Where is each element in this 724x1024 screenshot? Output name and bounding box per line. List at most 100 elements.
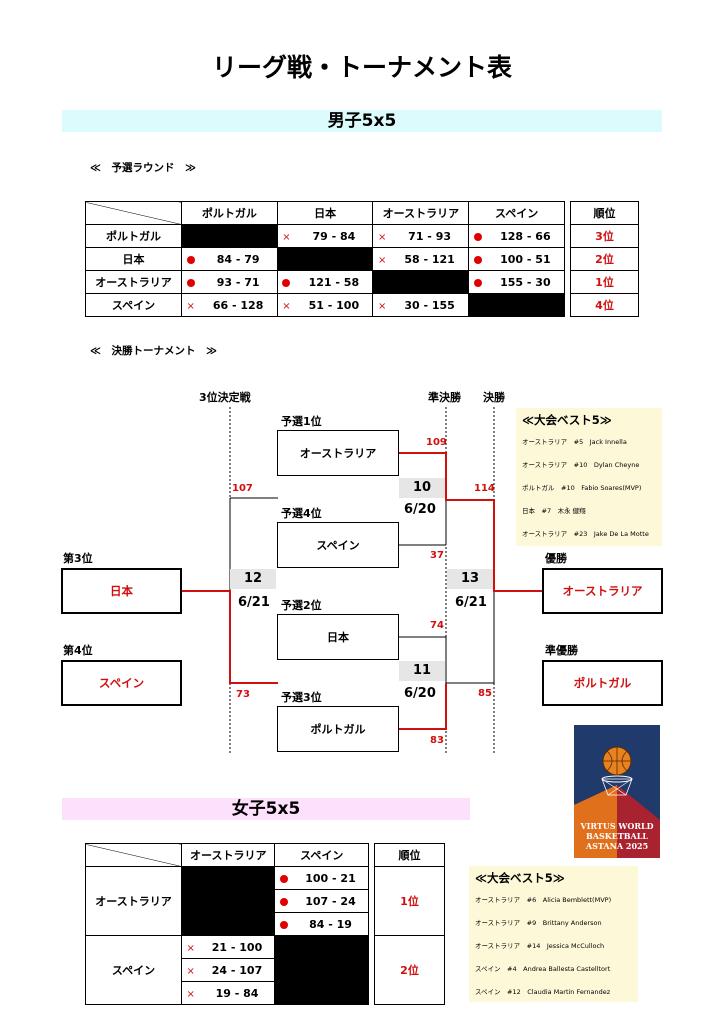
match-score: 58 - 121 — [390, 247, 470, 271]
seed-team-box: オーストラリア — [277, 430, 399, 476]
table-row: ×24 - 107 — [86, 958, 445, 982]
seed-label: 予選4位 — [281, 507, 322, 520]
self-match-cell — [274, 981, 369, 1005]
game-date: 6/20 — [404, 502, 436, 517]
best5-title: ≪大会ベスト5≫ — [522, 413, 612, 427]
row-team-name: スペイン — [85, 293, 182, 317]
col-header: オーストラリア — [372, 201, 470, 225]
loss-cross-icon: × — [282, 300, 291, 312]
loss-cross-icon: × — [186, 300, 195, 312]
rank-header: 順位 — [374, 843, 445, 867]
round-label-final: 決勝 — [483, 391, 505, 404]
score-seed3: 83 — [430, 735, 444, 746]
loss-mark: × — [181, 981, 200, 1005]
match-score: 51 - 100 — [295, 293, 374, 317]
best5-item: ポルトガル #10 Fabio Soares(MVP) — [522, 484, 642, 492]
men-league-table: ポルトガル 日本 オーストラリア スペイン 順位 ポルトガル×79 - 84×7… — [85, 201, 639, 317]
match-score: 100 - 21 — [292, 866, 369, 890]
score-seed2: 74 — [430, 620, 444, 631]
win-dot-icon — [186, 278, 195, 287]
table-header-row: オーストラリア スペイン 順位 — [85, 843, 445, 867]
best5-item: オーストラリア #5 Jack Innella — [522, 438, 627, 446]
fourth-place-label: 第4位 — [63, 644, 93, 657]
champion-team: オーストラリア — [542, 568, 663, 614]
win-dot-icon — [473, 278, 482, 287]
win-dot-icon — [282, 278, 291, 287]
loss-mark: × — [181, 935, 200, 959]
third-place-team: 日本 — [61, 568, 182, 614]
round-label-semi: 準決勝 — [428, 391, 461, 404]
champion-label: 優勝 — [545, 552, 567, 565]
row-team-name: オーストラリア — [85, 866, 182, 936]
match-score: 19 - 84 — [199, 981, 276, 1005]
best5-item: オーストラリア #9 Brittany Anderson — [475, 919, 602, 927]
loss-cross-icon: × — [378, 300, 387, 312]
fourth-place-team: スペイン — [61, 660, 182, 706]
table-header-row: ポルトガル 日本 オーストラリア スペイン 順位 — [85, 201, 639, 225]
best5-title: ≪大会ベスト5≫ — [475, 871, 565, 885]
match-score: 71 - 93 — [390, 224, 470, 248]
game-date: 6/21 — [238, 595, 270, 610]
seed-team-box: 日本 — [277, 614, 399, 660]
col-header: 日本 — [276, 201, 374, 225]
win-mark — [274, 866, 293, 890]
match-score: 128 - 66 — [486, 224, 565, 248]
game-number: 11 — [399, 661, 445, 681]
match-score: 121 - 58 — [295, 270, 374, 294]
score-final-top: 114 — [474, 483, 495, 494]
score-seed4: 37 — [430, 550, 444, 561]
self-match-cell — [180, 912, 276, 936]
rank-cell: 2位 — [374, 935, 445, 1005]
corner-cell — [85, 201, 182, 225]
seed-label: 予選2位 — [281, 599, 322, 612]
self-match-cell — [468, 293, 565, 317]
round-label-third: 3位決定戦 — [199, 391, 251, 404]
win-dot-icon — [280, 920, 289, 929]
game-number: 13 — [447, 569, 493, 589]
game-date: 6/21 — [455, 595, 487, 610]
col-header: スペイン — [274, 843, 369, 867]
table-row: 107 - 24 — [86, 889, 445, 913]
loss-cross-icon: × — [186, 965, 195, 977]
women-section-band: 女子5x5 — [62, 798, 470, 820]
rank-header: 順位 — [570, 201, 639, 225]
page-title: リーグ戦・トーナメント表 — [211, 53, 512, 82]
rank-cell: 3位 — [570, 224, 639, 248]
best5-item: スペイン #4 Andrea Ballesta Castelltort — [475, 965, 611, 973]
game-number: 12 — [230, 569, 276, 589]
match-score: 30 - 155 — [390, 293, 470, 317]
best5-item: オーストラリア #23 Jake De La Motte — [522, 530, 649, 538]
seed-team-box: スペイン — [277, 522, 399, 568]
men-best5-panel: ≪大会ベスト5≫ オーストラリア #5 Jack Innella オーストラリア… — [516, 408, 662, 546]
loss-mark: × — [372, 293, 391, 317]
women-best5-panel: ≪大会ベスト5≫ オーストラリア #6 Alicia Bemblett(MVP)… — [469, 866, 638, 1002]
loss-cross-icon: × — [186, 942, 195, 954]
loss-mark: × — [276, 293, 296, 317]
match-score: 84 - 79 — [199, 247, 278, 271]
match-score: 107 - 24 — [292, 889, 369, 913]
col-header: オーストラリア — [180, 843, 276, 867]
game-date: 6/20 — [404, 686, 436, 701]
win-mark — [274, 912, 293, 936]
best5-item: オーストラリア #10 Dylan Cheyne — [522, 461, 640, 469]
score-third-top: 107 — [232, 483, 253, 494]
loss-cross-icon: × — [282, 231, 291, 243]
self-match-cell — [181, 224, 278, 248]
table-row: ×19 - 84 — [86, 981, 445, 1005]
table-row: 84 - 19 — [86, 912, 445, 936]
match-score: 79 - 84 — [295, 224, 374, 248]
win-dot-icon — [473, 255, 482, 264]
third-place-label: 第3位 — [63, 552, 93, 565]
match-score: 21 - 100 — [199, 935, 276, 959]
loss-mark: × — [181, 293, 200, 317]
score-third-bottom: 73 — [236, 689, 250, 700]
rank-cell: 4位 — [570, 293, 639, 317]
score-seed1: 109 — [426, 437, 447, 448]
runner-up-team: ポルトガル — [542, 660, 663, 706]
match-score: 93 - 71 — [199, 270, 278, 294]
